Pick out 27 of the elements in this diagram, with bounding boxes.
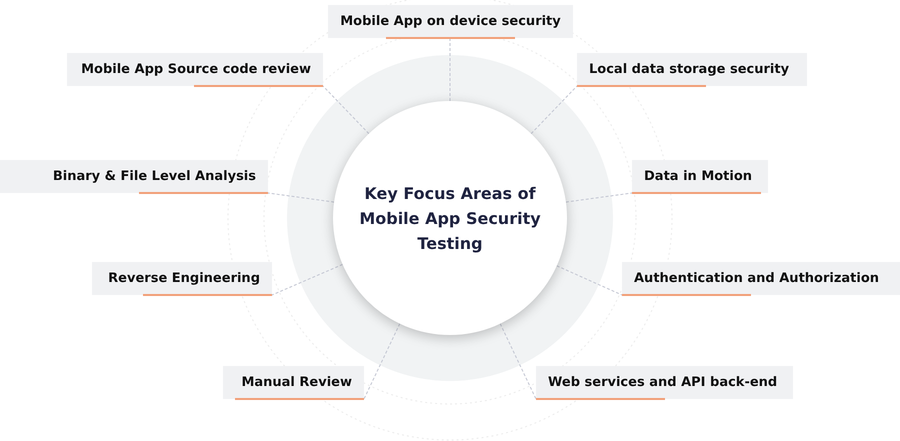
dotted-connector bbox=[272, 264, 344, 296]
focus-area-box bbox=[92, 262, 272, 295]
focus-area-label: Web services and API back-end bbox=[548, 375, 778, 390]
focus-area-box bbox=[632, 160, 768, 193]
focus-area-box bbox=[328, 5, 573, 38]
focus-area-label: Binary & File Level Analysis bbox=[52, 169, 256, 184]
dotted-connector bbox=[530, 86, 578, 134]
dotted-connector bbox=[556, 265, 622, 296]
dotted-connector bbox=[364, 323, 400, 400]
dotted-connector bbox=[565, 192, 632, 203]
focus-area-box bbox=[67, 53, 323, 86]
focus-area-box bbox=[622, 262, 900, 295]
focus-area-box bbox=[223, 366, 364, 399]
dotted-connector bbox=[322, 86, 370, 134]
dotted-connector bbox=[500, 323, 536, 400]
focus-area-box bbox=[0, 160, 268, 193]
focus-area-box bbox=[536, 366, 793, 399]
focus-area-label: Mobile App Source code review bbox=[81, 62, 311, 77]
focus-area-label: Local data storage security bbox=[589, 62, 790, 77]
focus-area-label: Data in Motion bbox=[644, 169, 752, 184]
center-title: Key Focus Areas of Mobile App Security Testing bbox=[358, 182, 542, 254]
focus-area-box bbox=[577, 53, 807, 86]
focus-area-label: Mobile App on device security bbox=[340, 14, 561, 29]
focus-area-label: Reverse Engineering bbox=[108, 271, 260, 286]
focus-area-label: Authentication and Authorization bbox=[634, 271, 880, 286]
dotted-connector bbox=[268, 192, 335, 203]
focus-area-label: Manual Review bbox=[241, 375, 352, 390]
